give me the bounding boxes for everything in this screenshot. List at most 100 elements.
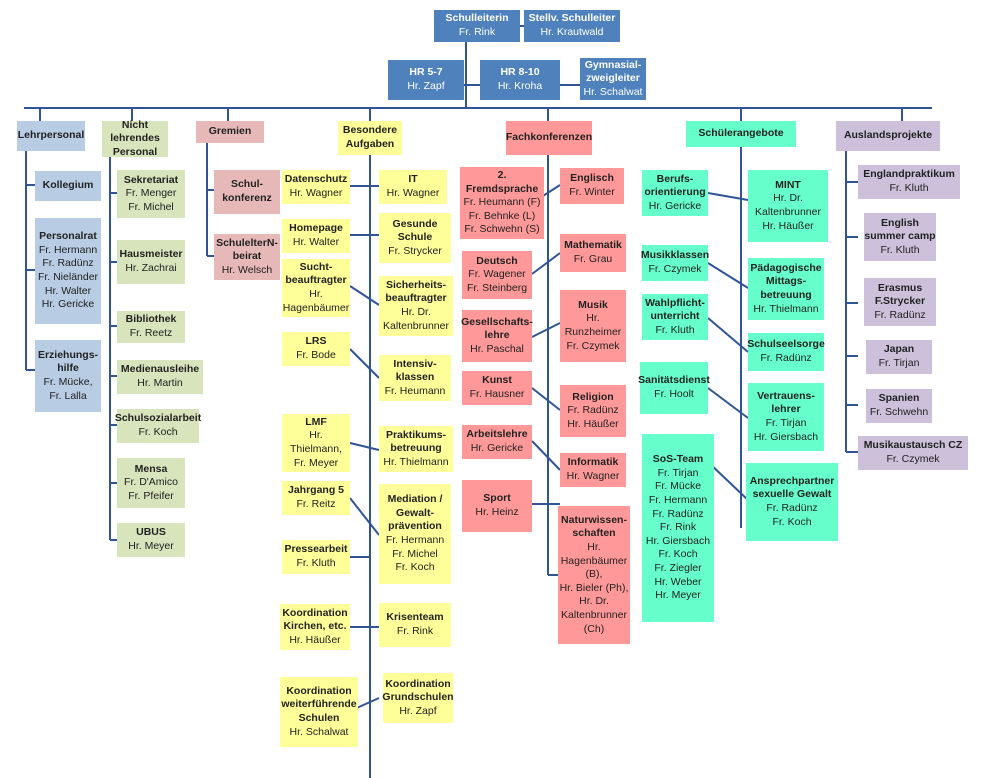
person-name: Hagenbäumer — [282, 301, 350, 314]
person-name: Hr. Häußer — [289, 633, 341, 646]
box-title: Sport — [483, 492, 511, 505]
person-name: Fr. Hermann — [38, 243, 98, 256]
person-name: Hr. Dr. — [579, 595, 609, 608]
box-title: Musikaustausch CZ — [863, 439, 963, 452]
person-name: Kaltenbrunner — [755, 206, 821, 218]
box-title: Spanien — [878, 392, 920, 405]
person-name: Hr. Giersbach — [753, 430, 819, 443]
person-name: Fr. Radünz — [874, 308, 926, 321]
box-title: Kollegium — [42, 179, 94, 192]
person-name: Fr. Michel — [392, 547, 438, 560]
person-name: Hr. — [587, 540, 601, 553]
person-name: Fr. Kluth — [880, 243, 920, 256]
box-title: IT — [408, 173, 418, 186]
person-name: Fr. Winter — [569, 186, 615, 198]
box-title: Kunst — [482, 374, 512, 387]
person-name: Hr. Martin — [137, 377, 183, 389]
header-nicht-lehrendes-personal: Nicht lehrendes Personal — [102, 119, 168, 158]
person-name: Runzheimer — [564, 326, 622, 338]
header-label: Schülerangebote — [698, 127, 784, 140]
person-name: Fr. Radünz — [567, 404, 619, 417]
box-title: SoS-Team — [652, 452, 704, 465]
box-title: Erziehungs- hilfe — [37, 348, 99, 375]
person-name: Fr. Nieländer — [37, 271, 99, 283]
box-title: Japan — [883, 343, 915, 356]
box-title: Datenschutz — [284, 173, 348, 186]
person-name: Fr. Mücke, — [43, 376, 93, 388]
person-name: Hr. Schalwat — [583, 85, 643, 98]
person-name: Fr. Bode — [296, 349, 336, 361]
person-name: Hr. Paschal — [470, 342, 524, 355]
person-name: Fr. Meyer — [293, 456, 339, 469]
person-name: Fr. Heumann (F) — [463, 196, 541, 209]
item-koordination-kirchen: Koordination Kirchen, etc.Hr. Häußer — [280, 604, 350, 650]
person-name: Thielmann, — [290, 443, 342, 455]
box-title: Stellv. Schulleiter — [528, 12, 616, 25]
person-name: Fr. Lalla — [49, 389, 87, 402]
person-name: Hr. Zapf — [407, 80, 445, 92]
person-name: Hr. Thielmann — [383, 455, 449, 468]
person-name: Hr. Giersbach — [645, 534, 711, 547]
box-title: Vertrauens- lehrer — [757, 389, 815, 416]
box-title: Arbeitslehre — [466, 428, 528, 441]
box-title: HR 8-10 — [500, 66, 540, 79]
person-name: Hr. Dr. — [773, 192, 803, 205]
person-name: Hr. Wagner — [566, 470, 620, 482]
header-label: Auslandsprojekte — [843, 129, 933, 142]
box-title: Personalrat — [39, 230, 97, 243]
box-title: Medienausleihe — [120, 363, 200, 376]
person-name: Fr. Koch — [395, 561, 435, 574]
person-name: Fr. Tirjan — [657, 466, 699, 479]
header-gremien: Gremien — [196, 121, 264, 143]
box-title: Mathematik — [564, 239, 622, 252]
person-name: Kaltenbrunner — [561, 609, 627, 622]
box-title: MINT — [775, 178, 801, 191]
person-name: Fr. Strycker — [388, 244, 442, 257]
item-schulkonferenz: Schul- konferenz — [214, 170, 280, 214]
person-name: Hr. Thielmann — [753, 302, 819, 315]
box-title: English summer camp — [864, 216, 936, 243]
box-title: Schulleiterin — [445, 12, 509, 25]
box-title: Englisch — [570, 172, 614, 185]
box-title: Koordination weiterführende Schulen — [281, 684, 357, 724]
box-title: Praktikums- betreuung — [385, 428, 447, 455]
box-title: Sanitätsdienst — [638, 374, 710, 387]
person-name: Fr. Reitz — [296, 498, 336, 510]
person-name: Fr. Schwehn — [869, 406, 929, 418]
person-name: Fr. Radünz — [42, 257, 94, 270]
box-title: LRS — [305, 335, 327, 348]
box-title: Musik — [578, 298, 608, 311]
person-name: Fr. Czymek — [648, 263, 702, 275]
box-title: Krisenteam — [386, 611, 444, 624]
person-name: Fr. Radünz — [652, 507, 704, 520]
person-name: Fr. Menger — [125, 187, 177, 200]
person-name: Fr. Czymek — [566, 339, 620, 352]
person-name: Fr. Koch — [772, 515, 812, 528]
box-title: Homepage — [289, 222, 343, 235]
person-name: Fr. Hoolt — [654, 388, 694, 400]
box-title: Koordination Grundschulen — [382, 677, 454, 704]
person-name: Fr. Hermann — [385, 534, 445, 546]
